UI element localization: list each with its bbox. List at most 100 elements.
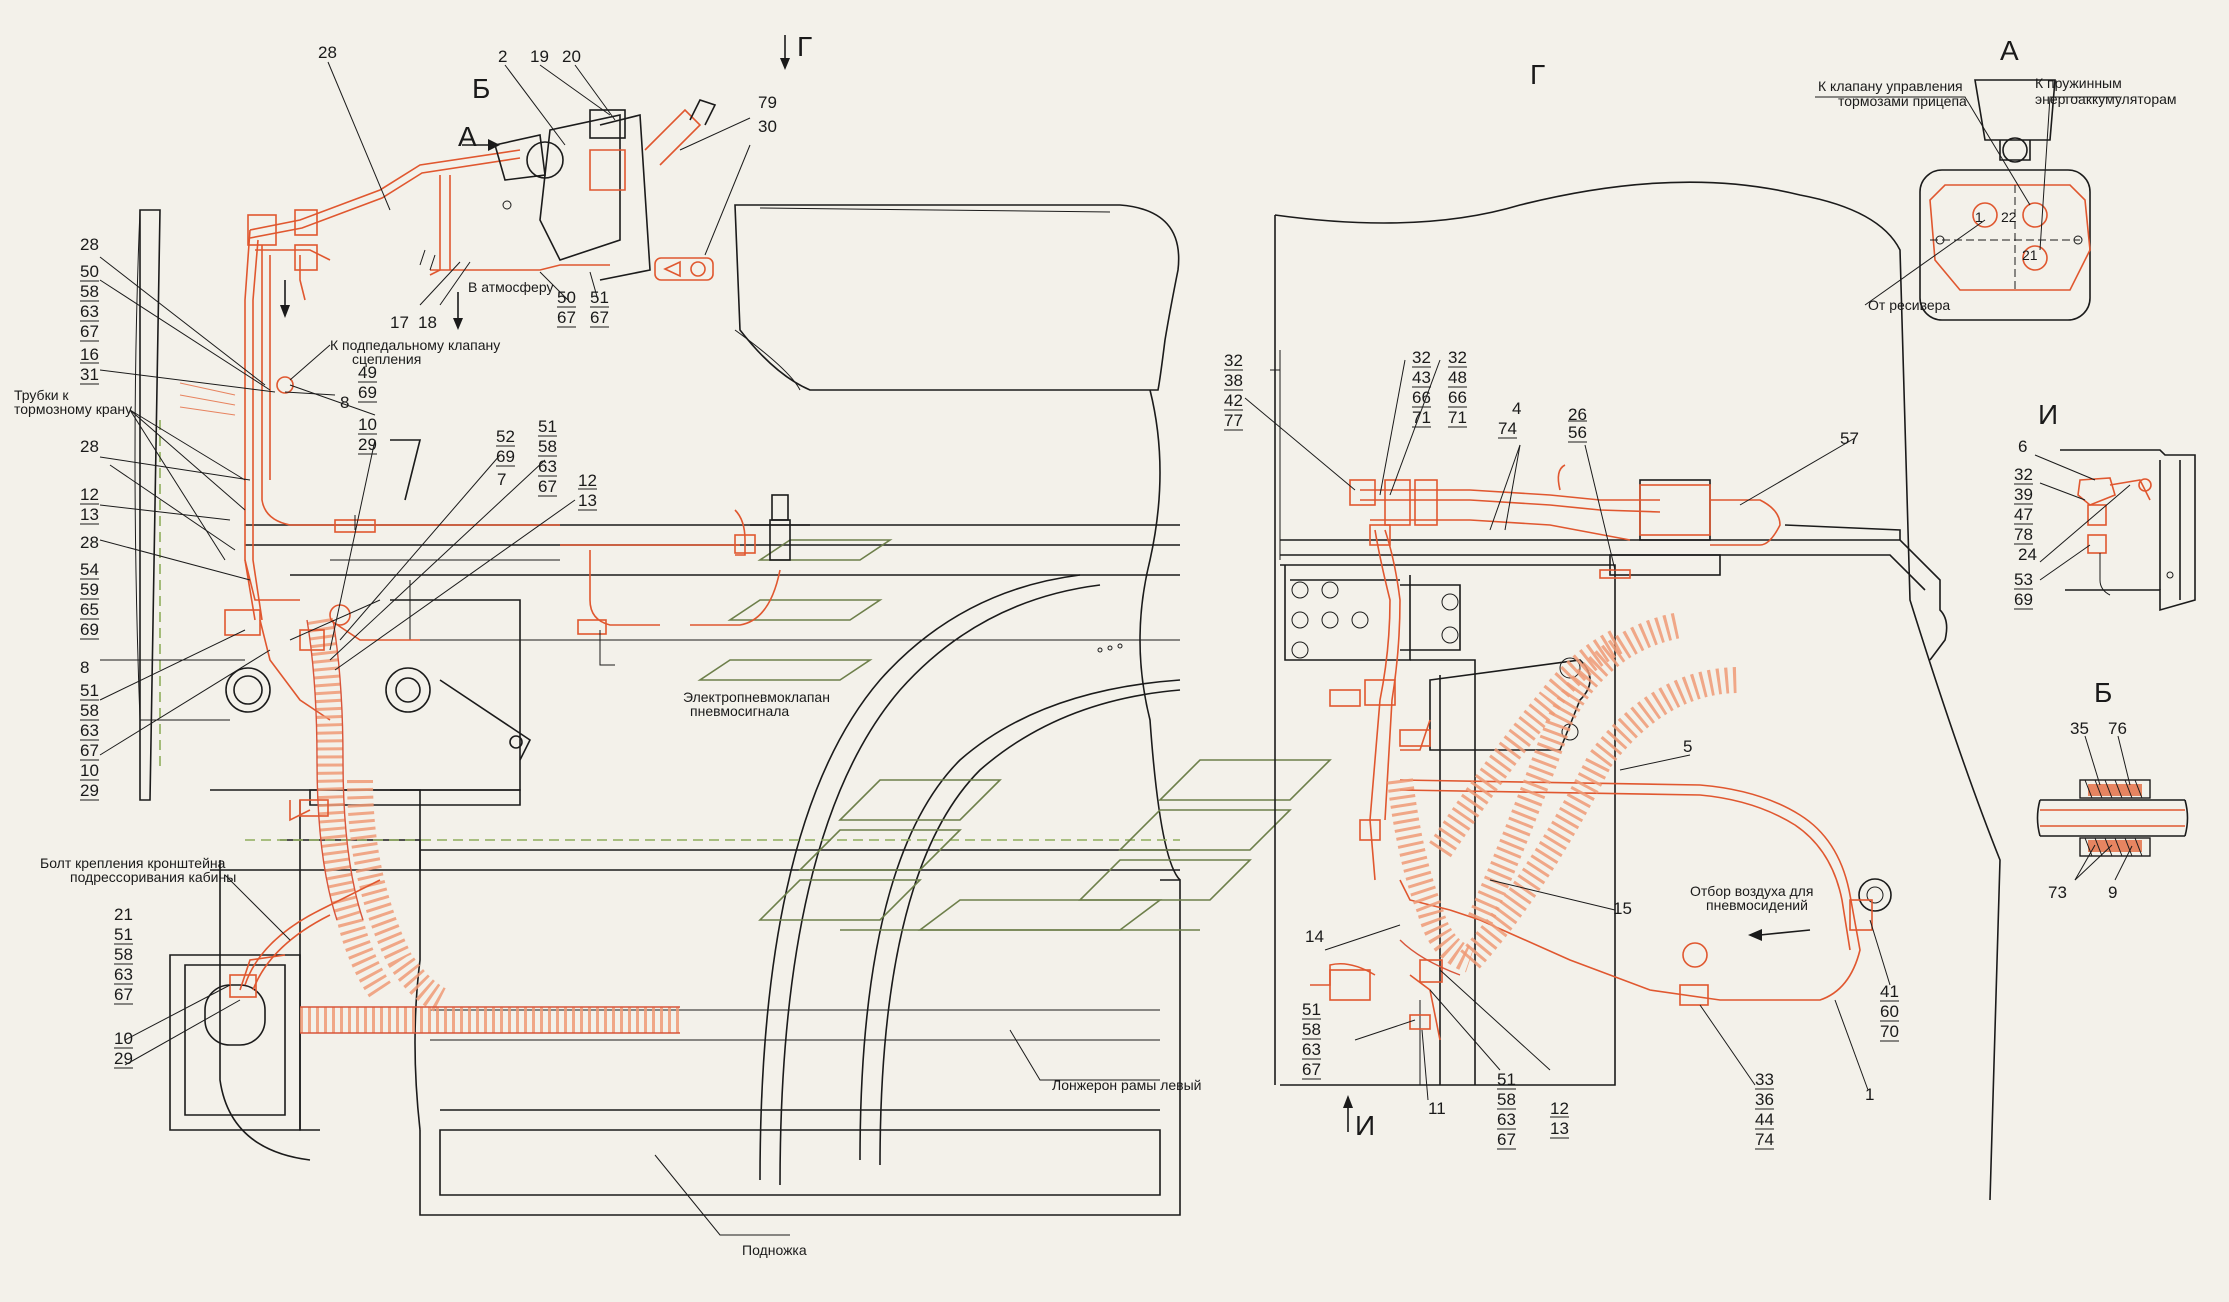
svg-text:63: 63 bbox=[80, 721, 99, 740]
num-76: 76 bbox=[2108, 719, 2127, 738]
num-79: 79 bbox=[758, 93, 777, 112]
svg-text:53: 53 bbox=[2014, 570, 2033, 589]
stack-s10c: 10 29 bbox=[114, 1029, 133, 1069]
num-24: 24 bbox=[2018, 545, 2037, 564]
svg-text:59: 59 bbox=[80, 580, 99, 599]
svg-text:51: 51 bbox=[590, 288, 609, 307]
view-a-main: А bbox=[458, 121, 477, 152]
stack-s12a: 13 bbox=[578, 488, 597, 511]
view-i-bottom: И bbox=[1355, 1110, 1375, 1141]
num-6: 6 bbox=[2018, 437, 2027, 456]
svg-text:69: 69 bbox=[80, 620, 99, 639]
num-19: 19 bbox=[530, 47, 549, 66]
svg-text:51: 51 bbox=[538, 417, 557, 436]
svg-text:58: 58 bbox=[1302, 1020, 1321, 1039]
stack-s50: 50 58 63 67 bbox=[80, 262, 99, 342]
svg-text:78: 78 bbox=[2014, 525, 2033, 544]
svg-text:51: 51 bbox=[80, 681, 99, 700]
inset-a-port-22: 22 bbox=[2001, 209, 2017, 225]
inset-a-port-21: 21 bbox=[2022, 247, 2038, 263]
svg-text:43: 43 bbox=[1412, 368, 1431, 387]
left-fittings bbox=[224, 35, 810, 998]
svg-text:74: 74 bbox=[1498, 419, 1517, 438]
svg-text:51: 51 bbox=[114, 925, 133, 944]
svg-text:69: 69 bbox=[2014, 590, 2033, 609]
stack-s51d: 51 58 63 67 bbox=[1302, 1000, 1321, 1080]
svg-text:12: 12 bbox=[80, 485, 99, 504]
svg-text:74: 74 bbox=[1755, 1130, 1774, 1149]
num-8a: 8 bbox=[340, 393, 349, 412]
inset-i: И 6 24 32 39 47 78 53 69 bbox=[2014, 399, 2196, 612]
num-8b: 8 bbox=[80, 658, 89, 677]
svg-text:51: 51 bbox=[1302, 1000, 1321, 1019]
caption-trailer-valve-2: тормозами прицепа bbox=[1838, 93, 1967, 109]
svg-text:10: 10 bbox=[80, 761, 99, 780]
svg-text:71: 71 bbox=[1448, 408, 1467, 427]
stack-s51a: 51 58 63 67 bbox=[538, 417, 557, 497]
svg-text:42: 42 bbox=[1224, 391, 1243, 410]
caption-bolt-1: Болт крепления кронштейна bbox=[40, 855, 226, 871]
stack-s4: 74 bbox=[1498, 419, 1517, 439]
stack-s49: 49 69 bbox=[358, 363, 377, 403]
stack-s51c: 51 58 63 67 bbox=[80, 681, 99, 761]
left-labels: 28 2 19 20 79 30 28 16 8 17 18 28 7 12 2… bbox=[14, 31, 1201, 1258]
svg-text:63: 63 bbox=[80, 302, 99, 321]
left-leaders bbox=[99, 61, 1160, 1236]
svg-text:65: 65 bbox=[80, 600, 99, 619]
svg-text:13: 13 bbox=[578, 491, 597, 510]
caption-solenoid-1: Электропневмоклапан bbox=[683, 689, 830, 705]
num-7: 7 bbox=[497, 470, 506, 489]
svg-text:38: 38 bbox=[1224, 371, 1243, 390]
stack-s32c: 32 48 66 71 bbox=[1448, 348, 1467, 428]
stack-s51e: 51 58 63 67 bbox=[1497, 1070, 1516, 1150]
svg-text:31: 31 bbox=[80, 365, 99, 384]
svg-text:51: 51 bbox=[1497, 1070, 1516, 1089]
svg-text:41: 41 bbox=[1880, 982, 1899, 1001]
svg-text:32: 32 bbox=[1412, 348, 1431, 367]
view-g-structure bbox=[1270, 181, 2001, 1201]
svg-text:58: 58 bbox=[80, 282, 99, 301]
caption-spring-acc-2: энергоаккумуляторам bbox=[2035, 91, 2177, 107]
num-11: 11 bbox=[1428, 1099, 1446, 1118]
svg-text:10: 10 bbox=[114, 1029, 133, 1048]
svg-text:70: 70 bbox=[1880, 1022, 1899, 1041]
svg-text:47: 47 bbox=[2014, 505, 2033, 524]
view-g-pipes bbox=[1310, 464, 1861, 1041]
stack-s32a: 32 38 42 77 bbox=[1224, 351, 1243, 431]
view-g-top: Г bbox=[797, 31, 812, 62]
stack-s41: 41 60 70 bbox=[1880, 982, 1899, 1042]
svg-text:52: 52 bbox=[496, 427, 515, 446]
svg-text:56: 56 bbox=[1568, 423, 1587, 442]
svg-text:58: 58 bbox=[1497, 1090, 1516, 1109]
view-g-leaders bbox=[1244, 359, 1891, 1101]
num-21a: 21 bbox=[114, 905, 133, 924]
view-g-right: Г bbox=[1530, 59, 1545, 90]
caption-spring-acc-1: К пружинным bbox=[2035, 75, 2122, 91]
green-contours bbox=[159, 420, 1332, 931]
num-12b: 12 bbox=[1550, 1099, 1569, 1118]
svg-text:29: 29 bbox=[114, 1049, 133, 1068]
svg-text:49: 49 bbox=[358, 363, 377, 382]
caption-clutch-valve-2: сцепления bbox=[352, 351, 421, 367]
caption-seat-air-2: пневмосидений bbox=[1706, 897, 1808, 913]
num-15: 15 bbox=[1613, 899, 1632, 918]
svg-text:63: 63 bbox=[1302, 1040, 1321, 1059]
svg-text:48: 48 bbox=[1448, 368, 1467, 387]
svg-text:50: 50 bbox=[80, 262, 99, 281]
svg-text:39: 39 bbox=[2014, 485, 2033, 504]
view-g-stacks: 32 38 42 77 32 43 66 71 32 48 66 71 74 5… bbox=[1224, 348, 1899, 1150]
view-a-inset: А bbox=[2000, 35, 2019, 66]
caption-clutch-valve-1: К подпедальному клапану bbox=[330, 337, 500, 353]
num-73: 73 bbox=[2048, 883, 2067, 902]
svg-text:29: 29 bbox=[80, 781, 99, 800]
stack-s12b: 12 13 bbox=[80, 485, 99, 525]
svg-text:69: 69 bbox=[358, 383, 377, 402]
svg-text:10: 10 bbox=[358, 415, 377, 434]
view-g-fittings bbox=[1329, 479, 1892, 1132]
stack-s33: 33 36 44 74 bbox=[1755, 1070, 1774, 1150]
view-b-inset: Б bbox=[2094, 677, 2112, 708]
svg-text:67: 67 bbox=[557, 308, 576, 327]
num-17: 17 bbox=[390, 313, 409, 332]
